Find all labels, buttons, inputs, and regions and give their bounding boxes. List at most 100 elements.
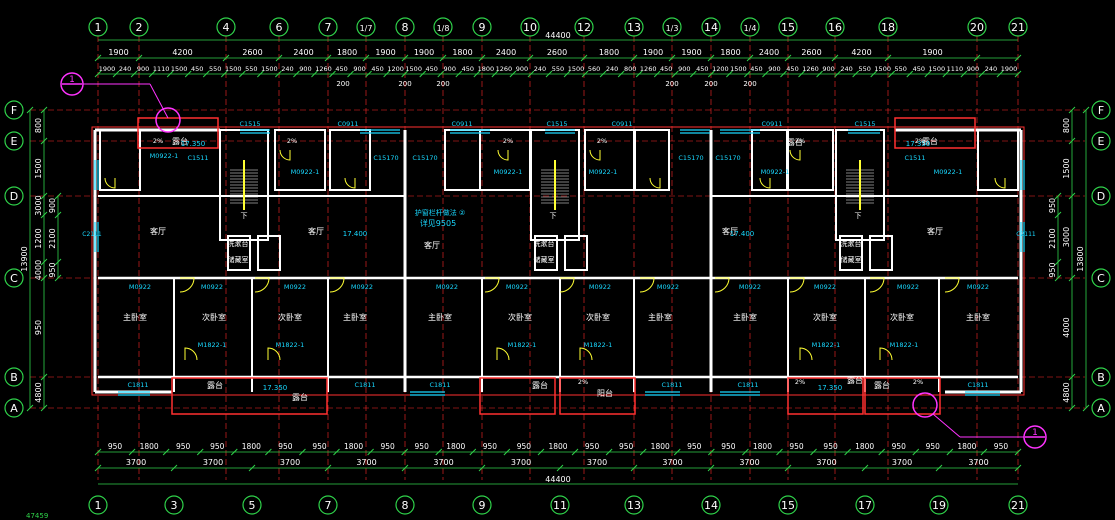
dim-bottom-row1-text: 950 <box>789 442 804 451</box>
tag-c1811-4: C1811 <box>737 381 758 389</box>
dim-bottom-row2-text: 3700 <box>433 458 453 467</box>
small-room-0 <box>227 235 251 271</box>
dim-bottom-row2-tick <box>784 464 792 472</box>
dim-bottom-row1-text: 950 <box>210 442 225 451</box>
dim-bottom-row1-tick <box>639 448 647 456</box>
axis-top-12: 1/3 <box>666 24 679 33</box>
door-bath-0 <box>279 149 291 161</box>
room-balcony-0: 露台 <box>172 136 188 146</box>
dim-top-row2-text: 240 <box>985 65 997 73</box>
dim-bottom-row1-tick <box>844 448 851 456</box>
tag-c1811-1: C1811 <box>354 381 375 389</box>
dim-bottom-row1-text: 950 <box>721 442 736 451</box>
section-cut-top <box>155 107 181 133</box>
axis-left-1-circle <box>4 131 24 151</box>
dim-left-outer-tick <box>40 192 48 200</box>
tag-slope-5: 2% <box>915 137 925 145</box>
dim-left-outer-text: 1200 <box>34 228 43 248</box>
dim-bottom-row1-tick <box>196 448 204 456</box>
dim-bottom-row1-tick <box>503 448 511 456</box>
dim-top-row2-text: 1500 <box>261 65 278 73</box>
room-balcony-5: 露台 <box>787 137 803 147</box>
tag-m0922-11: M0922 <box>967 283 989 291</box>
section-cut-bottom <box>912 392 938 418</box>
dim-top-row1-tick <box>401 54 409 62</box>
dim-bottom-row2-tick <box>1014 464 1022 472</box>
axis-bottom-3-circle <box>318 495 338 515</box>
dim-left-outer-text: 3000 <box>34 195 43 215</box>
dim-bottom-row1-tick <box>673 448 681 456</box>
tag-c0911-2: C0911 <box>611 120 632 128</box>
dim-bottom-row1-text: 1800 <box>957 442 976 451</box>
elev-balcony-0: 17.350 <box>181 140 206 148</box>
elev-living-1: 17.400 <box>730 230 755 238</box>
elev-balcony-3: 17.350 <box>818 384 843 392</box>
balcony-0 <box>137 117 219 149</box>
door-balcony-0 <box>184 347 198 361</box>
dim-bottom-row1-text: 1800 <box>446 442 465 451</box>
dim-bottom-row1-tick <box>946 448 954 456</box>
axis-top-6: 8 <box>402 21 409 34</box>
tag-slope-7: 2% <box>795 378 805 386</box>
dim-top-row2-tick <box>780 70 787 78</box>
tag-c0911-0: C0911 <box>337 120 358 128</box>
dim-top-row2-tick <box>635 70 643 78</box>
bathroom-1 <box>274 129 326 191</box>
dim-top-row2-tick <box>112 70 120 78</box>
door-bedroom-8 <box>869 277 885 293</box>
dim-top-row1-tick <box>746 54 754 62</box>
axis-right-3-circle <box>1091 268 1111 288</box>
dim-top-row1-text: 1900 <box>375 48 395 57</box>
dim-top-row2-tick <box>347 70 354 78</box>
room-washing-1: 洗漱台 <box>534 239 555 248</box>
tag-m1822-0: M1822-1 <box>198 341 227 349</box>
dim-top-row1-text: 1900 <box>643 48 663 57</box>
dim-top-row2-tick <box>275 70 282 78</box>
tag-slope-0: 2% <box>153 137 163 145</box>
axis-top-14: 1/4 <box>744 24 757 33</box>
note-railing: 护窗栏杆做法 ② <box>415 208 466 217</box>
dim-top-row2-tick <box>293 70 300 78</box>
axis-top-12-circle <box>662 17 682 37</box>
dim-top-row1-text: 2400 <box>293 48 313 57</box>
axis-bottom-2-circle <box>242 495 262 515</box>
axis-bottom-12: 21 <box>1011 499 1025 512</box>
dim-top-row1-text: 1900 <box>414 48 434 57</box>
door-balcony-2 <box>496 347 510 361</box>
dim-top-row2-tick <box>581 70 589 78</box>
room-terrace-0: 阳台 <box>597 388 613 398</box>
axis-bottom-12-circle <box>1008 495 1028 515</box>
room-master-1: 主卧室 <box>343 312 367 322</box>
dim-left-outer-tick <box>40 373 48 381</box>
room-living-1: 客厅 <box>308 226 324 236</box>
tag-c1811-0: C1811 <box>127 381 148 389</box>
room-second-4: 次卧室 <box>813 312 837 322</box>
axis-bottom-3: 7 <box>325 499 332 512</box>
dim-bottom-row1-text: 1800 <box>548 442 567 451</box>
axis-bottom-8-circle <box>701 495 721 515</box>
tag-m1822-4: M1822-1 <box>812 341 841 349</box>
dim-top-row2-text: 550 <box>245 65 257 73</box>
dim-bottom-row1-text: 950 <box>619 442 634 451</box>
room-master-5: 主卧室 <box>966 312 990 322</box>
dim-top-row2-text: 450 <box>913 65 925 73</box>
dim-top-row2-text: 450 <box>786 65 798 73</box>
room-living-2: 客厅 <box>424 240 440 250</box>
dim-top-row1-tick <box>362 54 370 62</box>
room-second-0: 次卧室 <box>202 312 226 322</box>
dim-top-row2-tick <box>383 70 390 78</box>
dim-top-row2-tick <box>509 70 517 78</box>
dim-top-row2-text: 550 <box>858 65 870 73</box>
door-bath-1 <box>344 177 356 189</box>
dim-top-row2-text: 550 <box>552 65 564 73</box>
dim-top-row2-tick <box>726 70 733 78</box>
tag-c1515-0: C1515 <box>239 120 260 128</box>
small-room-3 <box>564 235 588 271</box>
axis-top-10-circle <box>574 17 594 37</box>
dim-top-row1-tick <box>1014 54 1022 62</box>
dim-bottom-row1-tick <box>776 448 783 456</box>
tag-c1811-2: C1811 <box>429 381 450 389</box>
axis-top-4-circle <box>318 17 338 37</box>
door-bedroom-0 <box>179 277 195 293</box>
elev-balcony-1: 17.350 <box>906 140 931 148</box>
